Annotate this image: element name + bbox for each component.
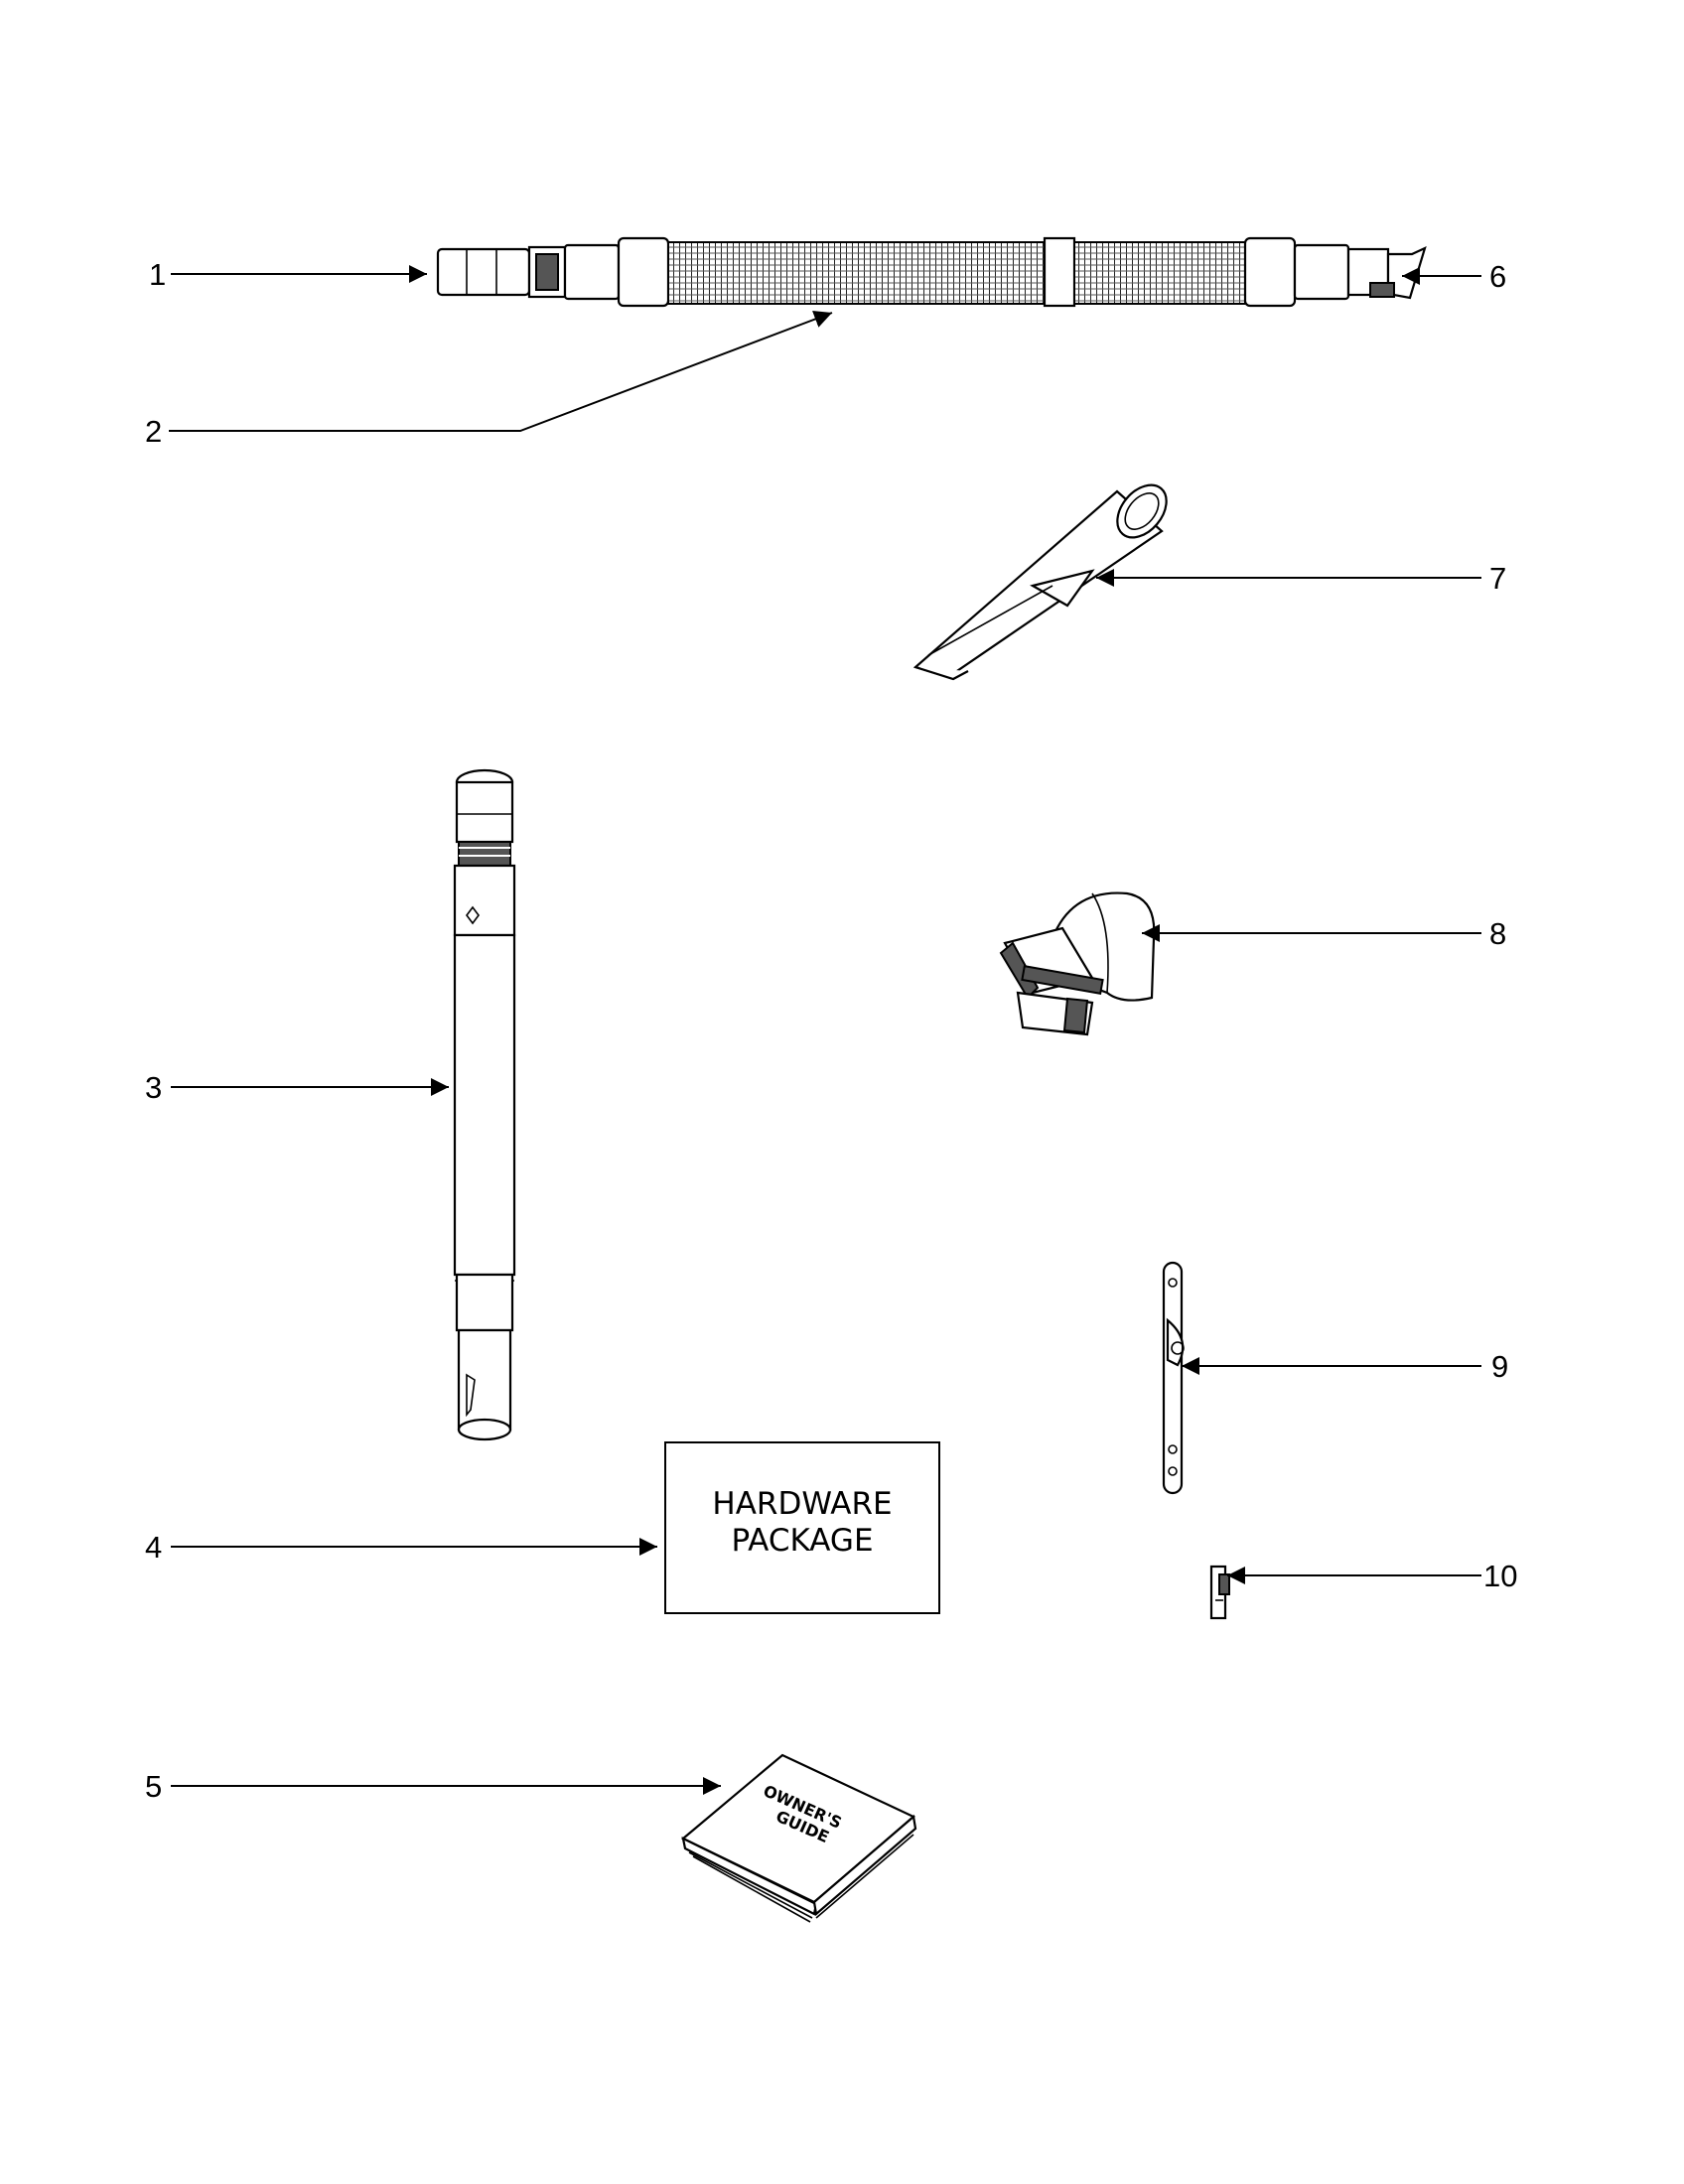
cord-hook-icon	[1162, 1261, 1185, 1495]
hose-icon	[436, 236, 1427, 308]
callout-10: 10	[1483, 1559, 1517, 1593]
leader-2	[169, 310, 833, 432]
callout-4: 4	[145, 1530, 162, 1565]
hardware-box-line2: PACKAGE	[731, 1523, 873, 1559]
callout-2: 2	[145, 414, 162, 449]
extension-wand-icon	[453, 768, 516, 1441]
callout-9: 9	[1491, 1349, 1508, 1384]
callout-6: 6	[1489, 259, 1506, 294]
hardware-box-line1: HARDWARE	[712, 1486, 892, 1522]
upholstery-brush-icon	[999, 891, 1156, 1036]
leader-lines	[169, 265, 1481, 1795]
callout-numbers: 1 2 3 4 5 6 7 8 9 10	[145, 257, 1517, 1804]
hardware-package-box: HARDWARE PACKAGE	[664, 1441, 940, 1614]
owners-guide-book-icon: OWNER'S GUIDE	[680, 1753, 917, 1923]
callout-8: 8	[1489, 916, 1506, 951]
small-clip-icon	[1209, 1565, 1230, 1620]
callout-7: 7	[1489, 561, 1506, 596]
callout-1: 1	[149, 257, 166, 292]
callout-5: 5	[145, 1769, 162, 1804]
crevice-tool-icon	[912, 483, 1168, 681]
callout-3: 3	[145, 1070, 162, 1105]
